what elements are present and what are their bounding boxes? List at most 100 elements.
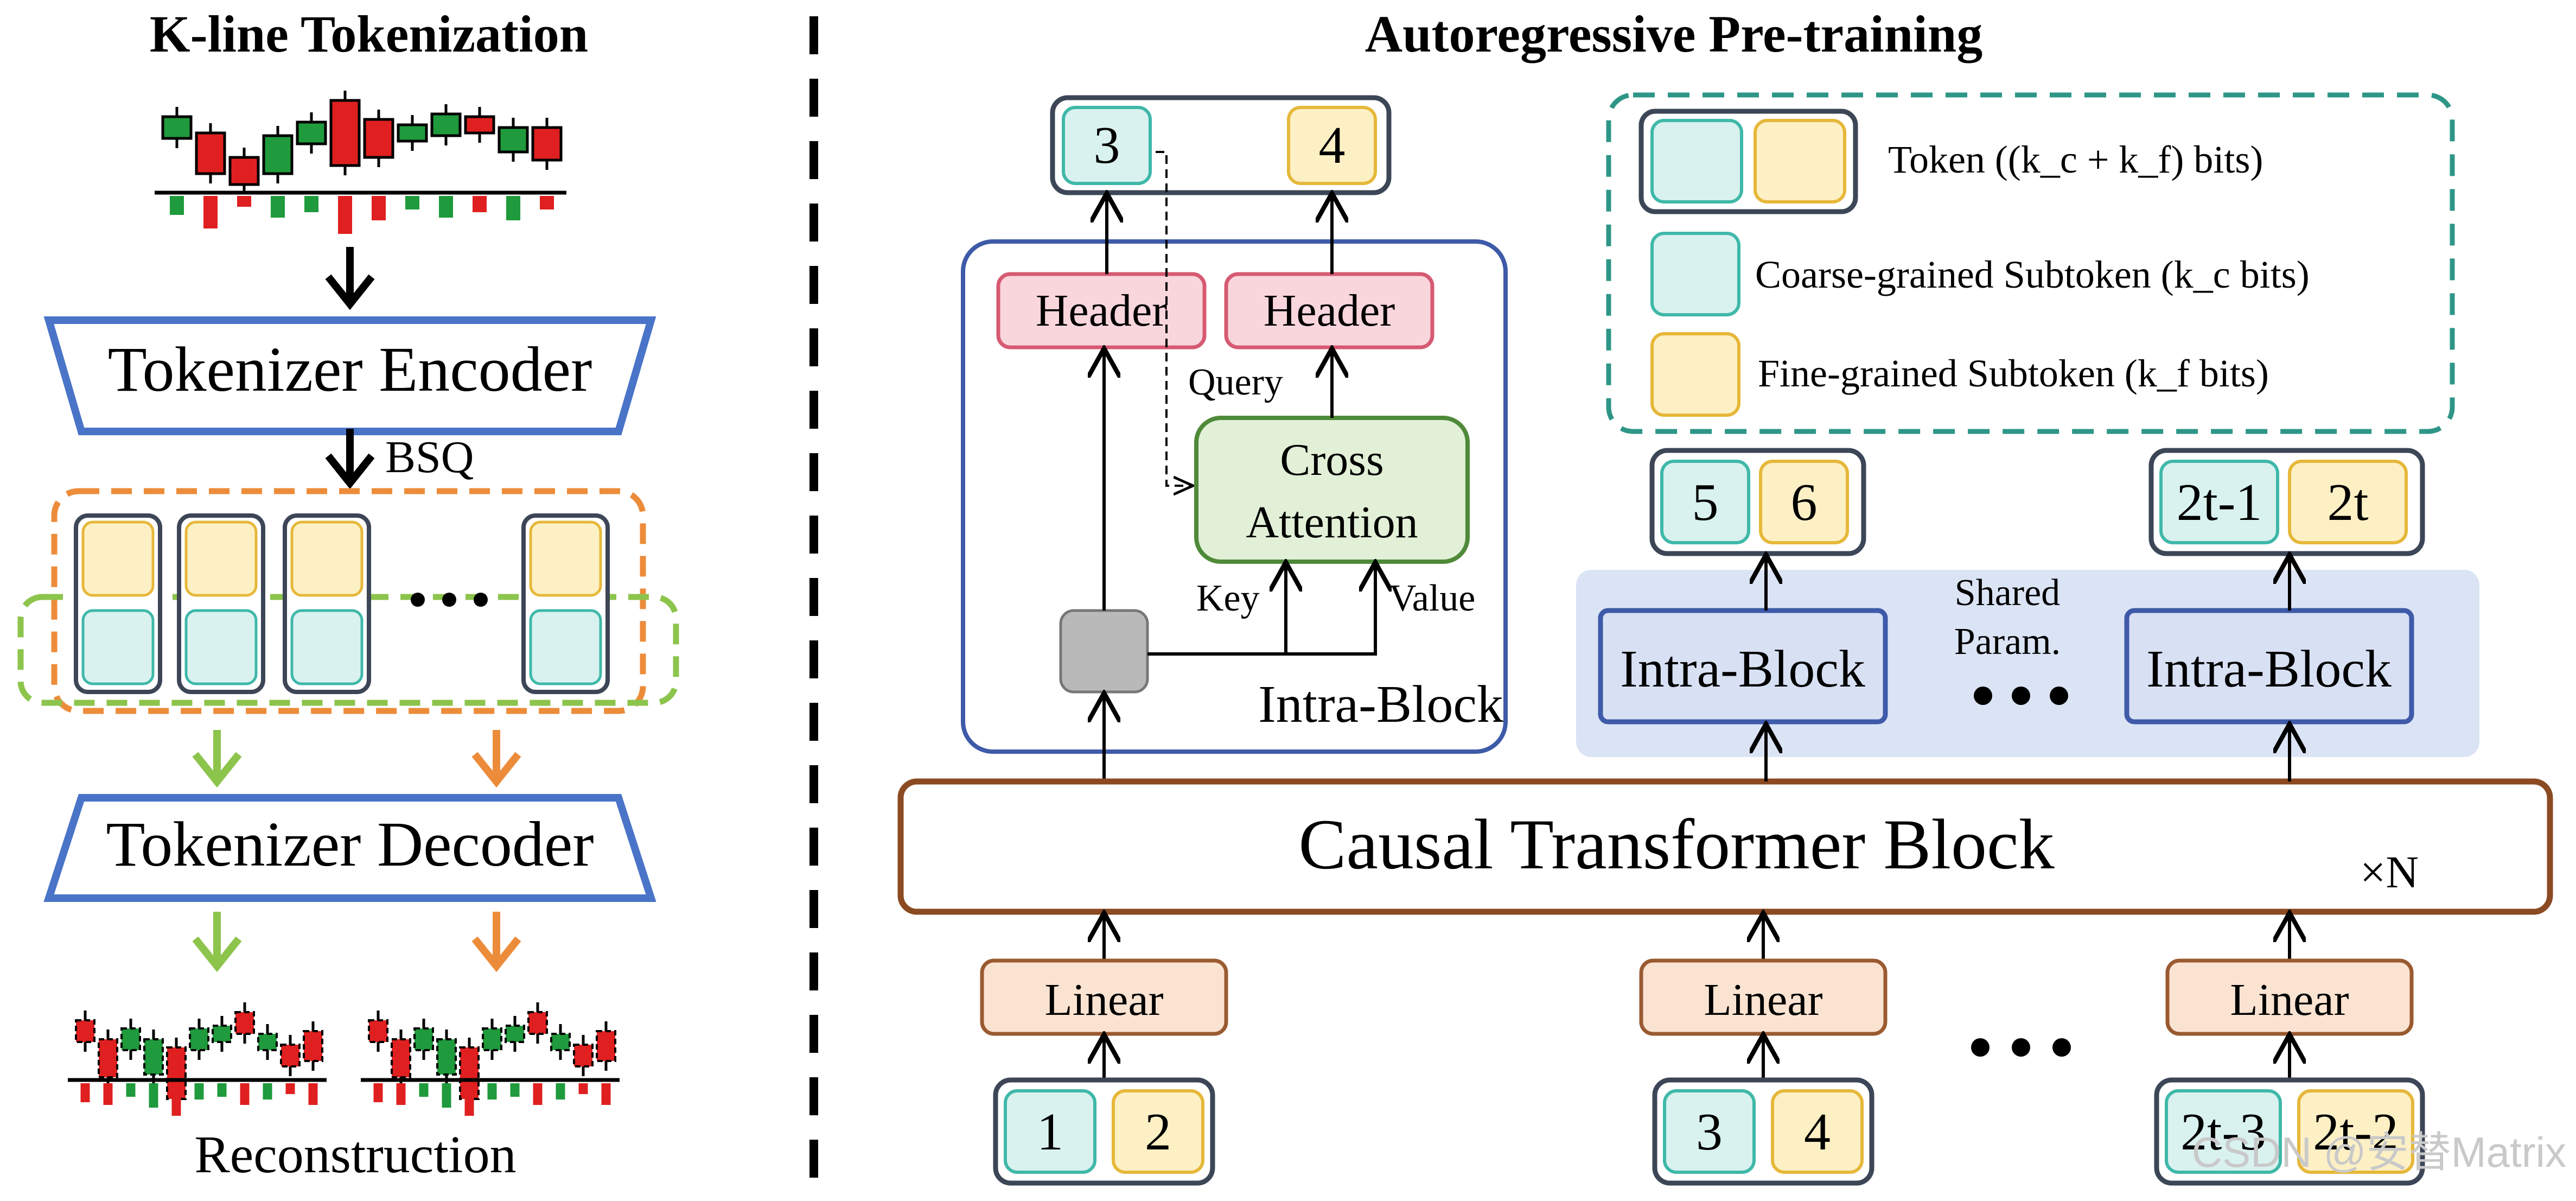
header-output-arrows: [1107, 196, 1332, 274]
input-coarse-value: 3: [1696, 1103, 1723, 1161]
bsq-label: BSQ: [385, 432, 474, 482]
candle-body: [212, 1025, 232, 1043]
input-fine-value: 2: [1145, 1103, 1171, 1161]
volume-bar: [439, 196, 453, 218]
legend-token-coarse-swatch: [1650, 119, 1743, 204]
causal-output-arrows: [1766, 727, 2290, 781]
volume-bar: [171, 1083, 181, 1116]
legend-token-fine-swatch: [1754, 119, 1846, 204]
candle-body: [505, 1025, 525, 1043]
volume-bar: [80, 1083, 90, 1102]
input-coarse-value: 2t-3: [2180, 1103, 2266, 1161]
volume-bar: [217, 1083, 227, 1097]
fine-subtoken-group-outline: [51, 488, 646, 714]
output-coarse-subtoken: [1660, 460, 1750, 544]
candle-body: [413, 1027, 434, 1051]
candle-body: [527, 1011, 548, 1035]
candle-body: [296, 120, 327, 145]
header-fine-label: Header: [1264, 285, 1395, 336]
output-coarse-subtoken: [2159, 460, 2279, 544]
candle-body: [98, 1038, 118, 1078]
output-coarse-value: 5: [1692, 473, 1719, 532]
volume-bar: [126, 1083, 136, 1097]
volume-bar: [405, 196, 419, 209]
volume-bar: [263, 1083, 272, 1100]
volume-bar: [556, 1083, 565, 1100]
left-panel-title: K-line Tokenization: [150, 5, 588, 63]
volume-bar: [373, 1083, 383, 1102]
candle-body: [498, 126, 529, 154]
input-coarse-subtoken: [1663, 1089, 1756, 1174]
candle-body: [464, 115, 495, 135]
intra-block-arrows: [1104, 352, 1375, 781]
input-fine-subtoken: [1112, 1089, 1204, 1174]
query-dashed-path: [1156, 151, 1191, 486]
intra-output-arrows: [1766, 558, 2290, 611]
query-label: Query: [1188, 361, 1283, 403]
candle-body: [329, 99, 361, 167]
output-fine-value: 2t: [2327, 473, 2368, 532]
arrow-bsq: [325, 429, 375, 490]
candle-body: [280, 1044, 301, 1067]
candle-body: [550, 1033, 571, 1051]
fine-subtoken: [184, 520, 258, 597]
candle-body: [368, 1019, 388, 1043]
fine-subtoken: [290, 520, 364, 597]
volume-bar: [442, 1083, 451, 1108]
tokenizer-encoder-label: Tokenizer Encoder: [108, 334, 592, 405]
volume-bar: [533, 1083, 543, 1105]
causal-transformer-block: [897, 778, 2553, 915]
predicted-coarse-value: 3: [1094, 116, 1120, 175]
legend-fine-swatch: [1650, 332, 1740, 417]
candle-body: [391, 1038, 411, 1078]
reconstruction-chart-coarse: [68, 1002, 327, 1116]
candle-body: [262, 134, 294, 175]
volume-bar: [237, 196, 251, 207]
legend-token-text: Token ((k_c + k_f) bits): [1888, 138, 2263, 181]
ellipsis-dots-linear: [1971, 1038, 2071, 1057]
input-fine-value: 4: [1804, 1103, 1831, 1161]
key-label: Key: [1196, 577, 1260, 619]
volume-bar: [601, 1083, 611, 1105]
volume-bar: [419, 1083, 429, 1097]
volume-bar: [510, 1083, 520, 1097]
input-kline-chart: [155, 91, 566, 234]
volume-bar: [304, 196, 318, 212]
input-fine-subtoken: [1771, 1089, 1864, 1174]
tokenizer-encoder-shape: [43, 316, 656, 435]
shared-param-line2: Param.: [1954, 621, 2061, 663]
right-panel-title: Autoregressive Pre-training: [1365, 5, 1982, 63]
reconstruction-label: Reconstruction: [194, 1126, 516, 1184]
candle-body: [161, 115, 193, 140]
volume-bar: [194, 1083, 204, 1100]
candle-body: [228, 156, 260, 186]
volume-bar: [506, 196, 520, 220]
volume-bar: [285, 1083, 295, 1094]
candle-body: [195, 131, 226, 175]
candle-body: [531, 126, 563, 162]
candle-body: [436, 1038, 457, 1076]
ellipsis-dots-left: [411, 593, 488, 607]
candle-body: [234, 1011, 255, 1035]
candle-body: [303, 1030, 323, 1062]
volume-bar: [487, 1083, 497, 1100]
candle-body: [120, 1027, 141, 1051]
volume-bar: [578, 1083, 588, 1094]
volume-bar: [540, 196, 554, 209]
output-coarse-value: 2t-1: [2177, 473, 2262, 532]
coarse-subtoken: [81, 609, 155, 685]
volume-bar: [203, 196, 218, 228]
legend-coarse-swatch: [1650, 232, 1740, 316]
repeat-label: ×N: [2360, 847, 2419, 898]
legend-coarse-text: Coarse-grained Subtoken (k_c bits): [1755, 253, 2310, 296]
predicted-fine-subtoken: [1287, 106, 1377, 185]
cross-attention-line2: Attention: [1246, 497, 1418, 548]
predicted-fine-value: 4: [1319, 116, 1346, 175]
volume-bar: [473, 196, 487, 212]
value-label: Value: [1389, 577, 1475, 619]
candle-body: [363, 118, 394, 159]
bsq-token-stacks: [74, 513, 610, 694]
